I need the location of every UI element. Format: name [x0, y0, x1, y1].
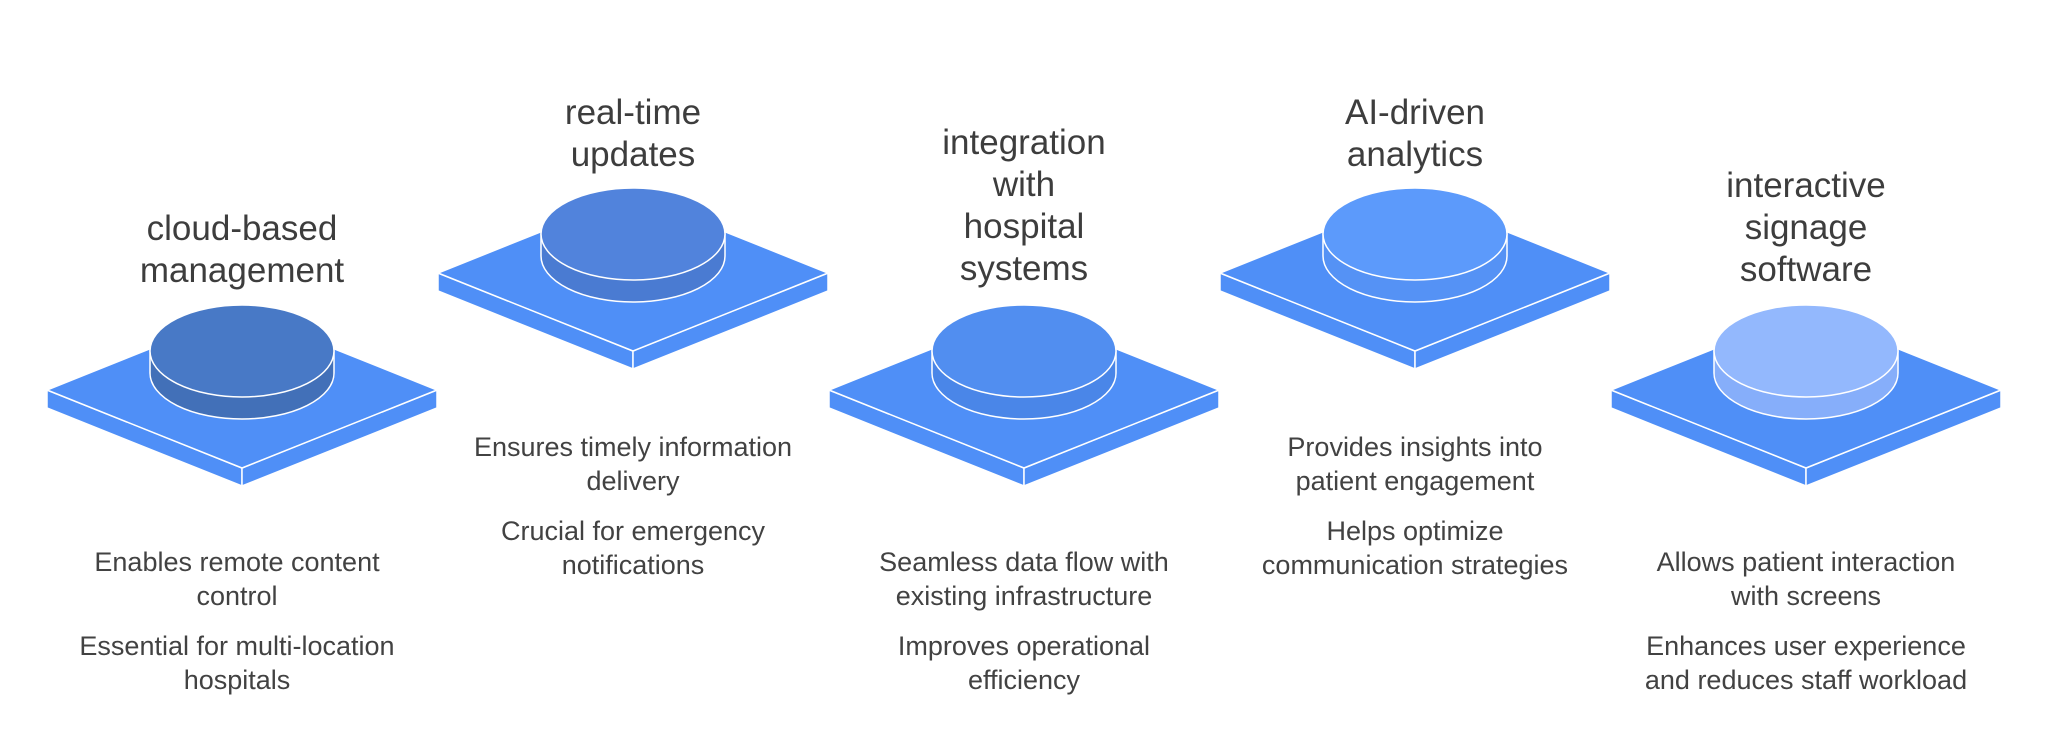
step-4-title-line-1: AI-driven [1344, 93, 1486, 132]
cylinder-top [540, 187, 726, 281]
step-3-description: Seamless data flow with existing infrast… [854, 545, 1194, 713]
step-3-point-1: Seamless data flow with existing infrast… [879, 547, 1169, 611]
step-3-title-line-4: systems [959, 249, 1089, 288]
step-1-platform [46, 304, 438, 487]
step-2-title: real-time updates [463, 92, 803, 176]
step-5-title-line-1: interactive [1726, 166, 1886, 205]
cylinder-top [1322, 187, 1508, 281]
step-2-point-2: Crucial for emergency notifications [500, 516, 766, 580]
cylinder-top [1713, 304, 1899, 398]
step-5-title-line-3: software [1739, 250, 1873, 289]
step-5-title-line-2: signage [1744, 208, 1868, 247]
step-4-platform [1219, 187, 1611, 370]
step-2-point-1: Ensures timely information delivery [473, 432, 793, 496]
step-1-point-2: Essential for multi-location hospitals [79, 631, 395, 695]
step-1-title-line-2: management [139, 251, 345, 290]
step-2-title-line-1: real-time [564, 93, 702, 132]
step-1-title: cloud-based management [72, 208, 412, 292]
step-3-title: integration with hospital systems [854, 122, 1194, 290]
step-3-title-line-1: integration [942, 123, 1106, 162]
step-4-title: AI-driven analytics [1245, 92, 1585, 176]
step-2-title-line-2: updates [570, 135, 696, 174]
step-2-description: Ensures timely information delivery Cruc… [468, 430, 798, 598]
step-4-title-line-2: analytics [1346, 135, 1484, 174]
step-3-platform [828, 304, 1220, 487]
step-5-description: Allows patient interaction with screens … [1641, 545, 1971, 713]
step-5-point-1: Allows patient interaction with screens [1656, 547, 1956, 611]
step-5-platform [1610, 304, 2002, 487]
step-1-point-1: Enables remote content control [94, 547, 380, 611]
step-4-point-1: Provides insights into patient engagemen… [1287, 432, 1543, 496]
step-4-point-2: Helps optimize communication strategies [1261, 516, 1569, 580]
step-5-point-2: Enhances user experience and reduces sta… [1644, 631, 1968, 695]
step-4-description: Provides insights into patient engagemen… [1250, 430, 1580, 598]
step-3-point-2: Improves operational efficiency [897, 631, 1151, 695]
step-3-title-line-3: hospital [963, 207, 1085, 246]
step-2-platform [437, 187, 829, 370]
step-1-title-line-1: cloud-based [146, 209, 338, 248]
step-5-title: interactive signage software [1636, 165, 1976, 291]
step-3-title-line-2: with [992, 165, 1056, 204]
cylinder-top [149, 304, 335, 398]
step-1-description: Enables remote content control Essential… [72, 545, 402, 713]
cylinder-top [931, 304, 1117, 398]
